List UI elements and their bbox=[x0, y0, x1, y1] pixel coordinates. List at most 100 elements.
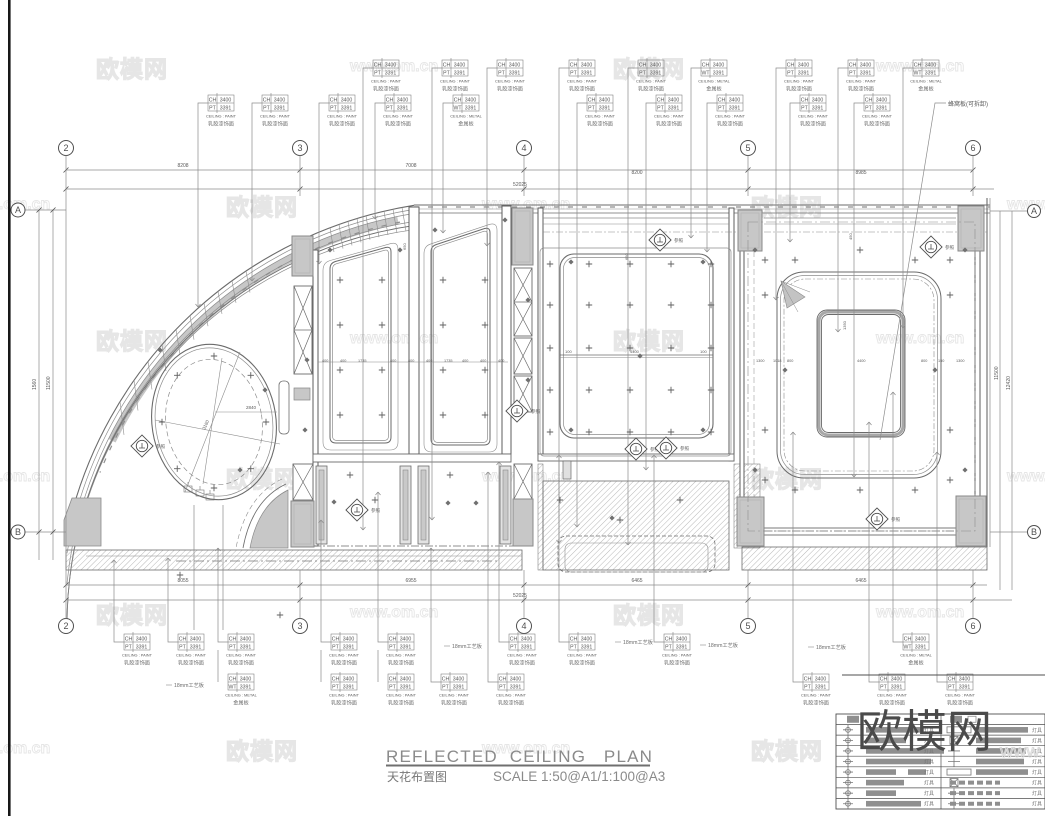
svg-text:灯具: 灯具 bbox=[1032, 759, 1042, 766]
svg-text:CEILING : PAINT: CEILING : PAINT bbox=[567, 79, 598, 84]
svg-text:52025: 52025 bbox=[513, 593, 527, 599]
svg-text:8200: 8200 bbox=[631, 170, 642, 176]
svg-text:5: 5 bbox=[745, 621, 750, 631]
svg-text:金属板: 金属板 bbox=[233, 699, 249, 707]
svg-text:CH: CH bbox=[849, 62, 857, 68]
svg-text:乳胶漆饰面: 乳胶漆饰面 bbox=[848, 85, 874, 93]
svg-text:CEILING : PAINT: CEILING : PAINT bbox=[945, 693, 976, 698]
svg-text:WT: WT bbox=[913, 70, 922, 76]
svg-text:18mm工艺板: 18mm工艺板 bbox=[174, 681, 205, 689]
svg-text:乳胶漆饰面: 乳胶漆饰面 bbox=[329, 120, 355, 128]
svg-text:灯具: 灯具 bbox=[1032, 727, 1042, 734]
svg-text:www.om.cn: www.om.cn bbox=[481, 740, 570, 757]
svg-text:3400: 3400 bbox=[599, 97, 611, 103]
svg-text:CH: CH bbox=[454, 97, 462, 103]
svg-text:3400: 3400 bbox=[240, 676, 252, 682]
svg-text:18mm工艺板: 18mm工艺板 bbox=[452, 642, 483, 650]
svg-text:400: 400 bbox=[340, 359, 346, 363]
svg-text:11500: 11500 bbox=[46, 376, 52, 390]
svg-text:SCALE 1:50@A1/1:100@A3: SCALE 1:50@A1/1:100@A3 bbox=[493, 769, 665, 784]
svg-text:参照: 参照 bbox=[650, 446, 659, 453]
svg-text:CEILING : PAINT: CEILING : PAINT bbox=[122, 653, 153, 658]
svg-text:灯具: 灯具 bbox=[924, 780, 934, 787]
svg-text:3391: 3391 bbox=[454, 70, 466, 76]
svg-text:PT: PT bbox=[125, 644, 132, 650]
svg-text:3391: 3391 bbox=[599, 105, 611, 111]
svg-text:3391: 3391 bbox=[668, 105, 680, 111]
svg-text:灯具: 灯具 bbox=[924, 737, 934, 744]
svg-text:CH: CH bbox=[665, 636, 673, 642]
svg-text:CH: CH bbox=[914, 62, 922, 68]
svg-text:6465: 6465 bbox=[855, 578, 866, 584]
svg-text:乳胶漆饰面: 乳胶漆饰面 bbox=[879, 699, 905, 707]
svg-text:3391: 3391 bbox=[650, 70, 662, 76]
svg-text:乳胶漆饰面: 乳胶漆饰面 bbox=[331, 699, 357, 707]
svg-text:3400: 3400 bbox=[240, 636, 252, 642]
svg-text:400: 400 bbox=[390, 359, 396, 363]
svg-text:3391: 3391 bbox=[240, 644, 252, 650]
svg-text:3391: 3391 bbox=[509, 70, 521, 76]
svg-text:3391: 3391 bbox=[343, 684, 355, 690]
svg-text:PT: PT bbox=[801, 105, 808, 111]
svg-text:CH: CH bbox=[263, 97, 271, 103]
svg-text:乳胶漆饰面: 乳胶漆饰面 bbox=[388, 699, 414, 707]
svg-text:CH: CH bbox=[332, 676, 340, 682]
svg-text:3400: 3400 bbox=[509, 62, 521, 68]
svg-text:乳胶漆饰面: 乳胶漆饰面 bbox=[124, 659, 150, 667]
svg-text:PT: PT bbox=[665, 644, 672, 650]
svg-text:乳胶漆饰面: 乳胶漆饰面 bbox=[331, 659, 357, 667]
svg-text:3160: 3160 bbox=[201, 419, 210, 431]
svg-text:CEILING : PAINT: CEILING : PAINT bbox=[662, 653, 693, 658]
svg-text:3391: 3391 bbox=[925, 70, 937, 76]
svg-text:欧模网: 欧模网 bbox=[96, 56, 168, 82]
svg-text:乳胶漆饰面: 乳胶漆饰面 bbox=[864, 120, 890, 128]
svg-text:PT: PT bbox=[718, 105, 725, 111]
svg-text:PT: PT bbox=[804, 684, 811, 690]
svg-text:PT: PT bbox=[332, 684, 339, 690]
svg-text:PT: PT bbox=[389, 684, 396, 690]
svg-text:乳胶漆饰面: 乳胶漆饰面 bbox=[786, 85, 812, 93]
svg-text:PT: PT bbox=[570, 644, 577, 650]
svg-text:CH: CH bbox=[229, 676, 237, 682]
svg-text:REFLECTED CEILING PLAN: REFLECTED CEILING PLAN bbox=[386, 747, 653, 766]
svg-text:灯具: 灯具 bbox=[924, 727, 934, 734]
svg-text:400: 400 bbox=[408, 359, 414, 363]
svg-text:3400: 3400 bbox=[798, 62, 810, 68]
svg-text:乳胶漆饰面: 乳胶漆饰面 bbox=[569, 85, 595, 93]
svg-text:3400: 3400 bbox=[925, 62, 937, 68]
svg-text:www.om.cn: www.om.cn bbox=[0, 468, 50, 485]
svg-text:PT: PT bbox=[948, 684, 955, 690]
svg-text:3400: 3400 bbox=[136, 636, 148, 642]
svg-text:3400: 3400 bbox=[400, 636, 412, 642]
svg-text:CEILING : PAINT: CEILING : PAINT bbox=[327, 114, 358, 119]
svg-text:3391: 3391 bbox=[798, 70, 810, 76]
svg-text:PT: PT bbox=[330, 105, 337, 111]
svg-text:6955: 6955 bbox=[405, 578, 416, 584]
svg-text:3391: 3391 bbox=[510, 684, 522, 690]
svg-text:乳胶漆饰面: 乳胶漆饰面 bbox=[373, 85, 399, 93]
svg-text:1300: 1300 bbox=[956, 359, 964, 363]
svg-text:欧模网: 欧模网 bbox=[96, 328, 168, 354]
svg-text:参照: 参照 bbox=[371, 507, 380, 514]
svg-text:3391: 3391 bbox=[713, 70, 725, 76]
svg-text:1560: 1560 bbox=[32, 379, 38, 390]
svg-text:52025: 52025 bbox=[513, 182, 527, 188]
svg-text:PT: PT bbox=[657, 105, 664, 111]
svg-text:参照: 参照 bbox=[680, 445, 689, 452]
svg-text:CEILING : METAL: CEILING : METAL bbox=[450, 114, 482, 119]
svg-text:CEILING : PAINT: CEILING : PAINT bbox=[715, 114, 746, 119]
svg-text:PT: PT bbox=[209, 105, 216, 111]
svg-text:灯具: 灯具 bbox=[1032, 790, 1042, 797]
svg-text:1018: 1018 bbox=[773, 359, 781, 363]
svg-text:CEILING : PAINT: CEILING : PAINT bbox=[386, 653, 417, 658]
svg-text:3: 3 bbox=[297, 143, 302, 153]
svg-text:7008: 7008 bbox=[405, 163, 416, 169]
svg-text:3400: 3400 bbox=[397, 97, 409, 103]
svg-text:650: 650 bbox=[624, 253, 629, 260]
svg-text:CEILING : PAINT: CEILING : PAINT bbox=[439, 693, 470, 698]
svg-text:灯具: 灯具 bbox=[924, 769, 934, 776]
svg-text:www.om.cn: www.om.cn bbox=[1006, 468, 1045, 485]
svg-text:3391: 3391 bbox=[812, 105, 824, 111]
svg-text:3: 3 bbox=[297, 621, 302, 631]
svg-text:400: 400 bbox=[426, 359, 432, 363]
